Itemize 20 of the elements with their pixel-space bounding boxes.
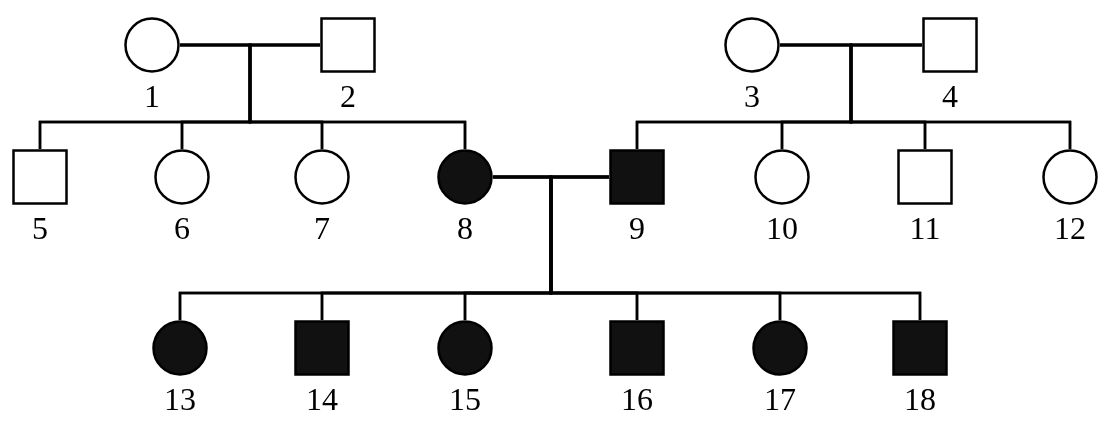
individual-number: 12 [1054, 211, 1086, 245]
individual-number: 18 [904, 382, 936, 416]
individual-number: 7 [314, 211, 330, 245]
individual-number: 8 [457, 211, 473, 245]
individual-number: 14 [306, 382, 338, 416]
individual-number: 1 [144, 79, 160, 113]
individual-number: 6 [174, 211, 190, 245]
individual-number: 2 [340, 79, 356, 113]
individual-number: 9 [629, 211, 645, 245]
individual-number: 10 [766, 211, 798, 245]
individual-number: 4 [942, 79, 958, 113]
individual-number: 3 [744, 79, 760, 113]
individual-number: 15 [449, 382, 481, 416]
individual-number: 5 [32, 211, 48, 245]
individual-number: 16 [621, 382, 653, 416]
individual-number: 13 [164, 382, 196, 416]
descent-line [248, 43, 467, 149]
descent-line [849, 43, 1072, 149]
individual-number: 17 [764, 382, 796, 416]
individual-number: 11 [909, 211, 941, 245]
